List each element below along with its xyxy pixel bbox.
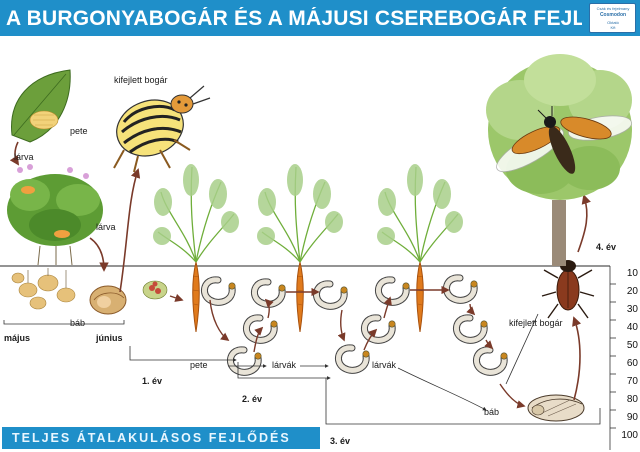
life-cycle-illustration [0,54,632,425]
grub-larva [476,350,507,373]
depth-cell: 100 [610,428,640,446]
depth-cell: 20 [610,284,640,302]
depth-value: 30 [626,304,638,315]
label-year-2: 2. év [242,394,263,404]
grub-larva [204,280,235,303]
grub-larva [316,284,347,307]
colorado-beetle-adult [113,85,211,173]
depth-cell: 70 [610,374,640,392]
label-larva-1: lárva [14,152,34,162]
label-year-3: 3. év [330,436,351,446]
cockchafer-pupa [527,394,585,422]
depth-cell: 40 [610,320,640,338]
logo-line: Kft [610,25,616,30]
depth-cell: 80 [610,392,640,410]
grub-larva [254,282,285,305]
label-month-may: május [4,333,31,343]
depth-cell: 90 [610,410,640,428]
logo-line: Oktató [607,20,619,25]
depth-value: 70 [626,376,638,387]
publisher-logo: Csák és fejelmany Cosmodon Oktató Kft [589,3,636,33]
depth-value: 50 [626,340,638,351]
depth-value: 80 [626,394,638,405]
bottom-banner: TELJES ÁTALAKULÁSOS FEJLŐDÉS [2,427,320,449]
grub-larva [364,318,395,341]
label-adult-cockchafer: kifejlett bogár [509,318,563,328]
label-pete-cockchafer: pete [190,360,208,370]
carrot-plant [376,163,464,333]
depth-scale-ticks [609,266,616,450]
depth-cell: 30 [610,302,640,320]
grub-larva [378,280,409,303]
grub-larva [338,348,369,371]
grub-larva [456,318,487,341]
title-bar: A BURGONYABOGÁR ÉS A MÁJUSI CSEREBOGÁR F… [0,0,640,36]
page-title: A BURGONYABOGÁR ÉS A MÁJUSI CSEREBOGÁR F… [6,7,582,30]
depth-cell: 50 [610,338,640,356]
bottom-banner-text: TELJES ÁTALAKULÁSOS FEJLŐDÉS [12,431,291,445]
depth-value: 20 [626,286,638,297]
potato-plant [7,164,103,266]
label-month-june: június [96,333,123,343]
grub-larva [230,350,261,373]
label-larvak-2: lárvák [372,360,397,370]
label-larva-2: lárva [96,222,116,232]
depth-value: 90 [626,412,638,423]
cockchafer-flying [496,106,632,174]
logo-line: Cosmodon [599,12,627,18]
cockchafer-adult-ground [541,260,595,319]
potato-beetle-pupa [89,285,127,315]
depth-value: 40 [626,322,638,333]
label-year-4: 4. év [596,242,617,252]
depth-value: 100 [621,430,638,441]
depth-cell: 60 [610,356,640,374]
potato-tubers [11,268,76,310]
potato-leaf-with-eggs [11,69,71,143]
grub-larva [446,278,477,301]
label-larvak-1: lárvák [272,360,297,370]
label-pupa-cockchafer: báb [484,407,500,417]
label-pete-potato: pete [70,126,88,136]
logo-line: Csák és fejelmany [596,6,630,11]
depth-value: 60 [626,358,638,369]
cockchafer-eggs [142,280,168,300]
label-pupa-potato: báb [70,318,86,328]
carrot-plant [152,163,240,333]
label-year-1: 1. év [142,376,163,386]
depth-cell: 10 [610,266,640,284]
label-adult-potato-beetle: kifejlett bogár [114,75,168,85]
depth-value: 10 [626,268,638,279]
